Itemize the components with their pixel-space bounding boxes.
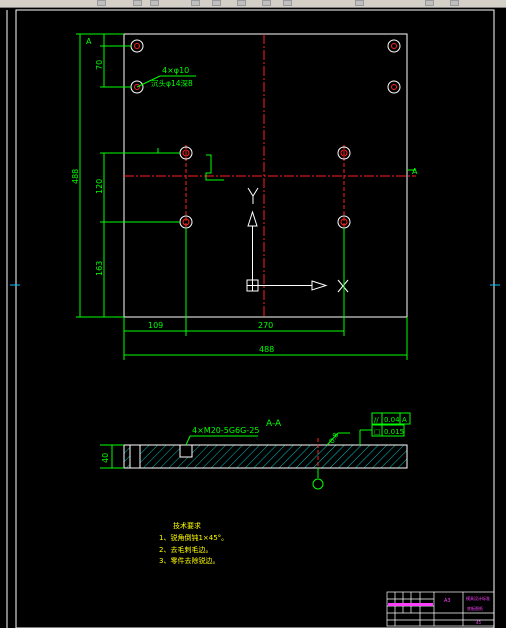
tool-palette-icon[interactable] xyxy=(262,0,271,6)
section-thread-hole xyxy=(179,444,193,458)
zoom-previous-icon[interactable] xyxy=(191,0,200,6)
hole-top-right xyxy=(387,39,401,53)
dim-upper-small: 70 xyxy=(95,60,104,70)
hole-note-line1: 4×φ10 xyxy=(162,66,189,75)
dim-163: 163 xyxy=(95,261,104,276)
flatness-value: 0.04 xyxy=(384,416,400,424)
hole-top-left xyxy=(130,39,144,53)
dim-120: 120 xyxy=(95,179,104,194)
section-title: A-A xyxy=(266,419,282,429)
title-block-band xyxy=(388,603,433,606)
title-block-b: 模具设计标准 xyxy=(466,595,490,601)
second-tol-value: 0.015 xyxy=(384,428,404,436)
dim-width-total: 488 xyxy=(259,345,274,354)
drawing-border xyxy=(15,9,495,628)
title-block-c: 底板图纸 xyxy=(467,605,483,611)
zoom-icon[interactable] xyxy=(133,0,142,6)
pan-icon[interactable] xyxy=(97,0,106,6)
tech-req-item-3: 3、零件去除锐边。 xyxy=(159,556,219,565)
properties-icon[interactable] xyxy=(212,0,221,6)
section-marker-label: A xyxy=(412,167,418,176)
dim-109: 109 xyxy=(148,321,163,330)
section-leaders xyxy=(100,432,361,490)
drawing-canvas[interactable]: A Y X A 70 xyxy=(0,8,506,628)
second-tol-symbol: □ xyxy=(374,428,381,436)
tech-req-item-1: 1、锐角倒钝1×45°。 xyxy=(159,533,228,542)
title-block-a: A3 xyxy=(444,598,451,604)
bottom-dimensions xyxy=(123,228,408,360)
title-block-d: 45 xyxy=(476,620,482,625)
layer-icon[interactable] xyxy=(355,0,364,6)
tech-req-title: 技术要求 xyxy=(173,521,201,530)
left-dimensions xyxy=(76,33,180,318)
thread-note: 4×M20-5G6G-25 xyxy=(192,426,259,435)
hole-note-leader xyxy=(136,75,196,88)
ucs-icon xyxy=(246,187,349,293)
hole-mid-right xyxy=(387,80,401,94)
dim-height-total: 488 xyxy=(71,169,80,184)
dim-270: 270 xyxy=(258,321,273,330)
zoom-window-icon[interactable] xyxy=(150,0,159,6)
dim-thickness: 40 xyxy=(101,453,110,463)
section-counterbore xyxy=(129,444,141,469)
section-cut-marker xyxy=(157,148,416,181)
toolbar xyxy=(0,0,506,8)
thread-hole-2 xyxy=(337,146,351,160)
orbit-icon[interactable] xyxy=(425,0,434,6)
tolerance-frame xyxy=(359,412,411,440)
design-center-icon[interactable] xyxy=(237,0,246,6)
hole-note-line2: 沉头φ14深8 xyxy=(151,78,193,88)
render-icon[interactable] xyxy=(450,0,459,6)
datum-label: A xyxy=(402,416,407,424)
dim-a-label: A xyxy=(86,37,92,46)
section-plate xyxy=(123,444,408,469)
calculator-icon[interactable] xyxy=(283,0,292,6)
tech-req-item-2: 2、去毛刺毛边。 xyxy=(159,545,212,554)
flatness-symbol: // xyxy=(374,416,379,424)
